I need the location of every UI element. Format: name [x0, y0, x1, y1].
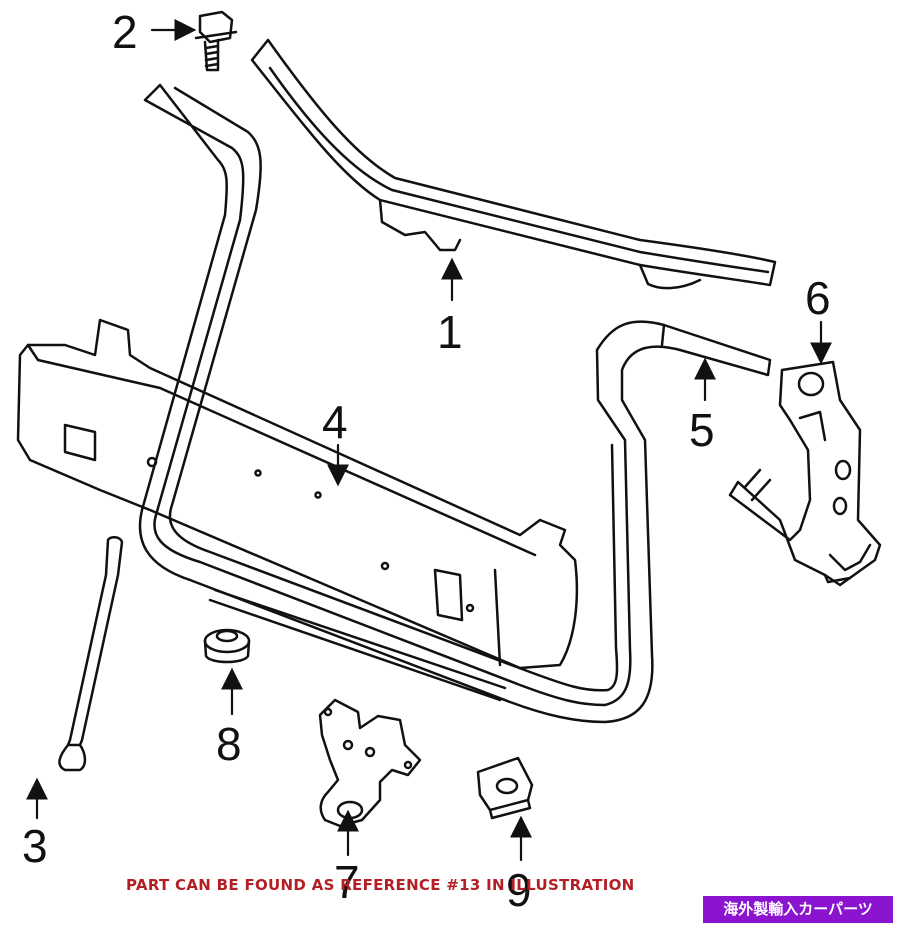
part-3-rod — [58, 536, 124, 772]
callout-1: 1 — [437, 306, 463, 358]
callout-5: 5 — [689, 404, 715, 456]
shop-badge: 海外製輸入カーパーツ — [703, 896, 893, 923]
part-6-bracket — [728, 360, 882, 587]
reference-note: PART CAN BE FOUND AS REFERENCE #13 IN IL… — [126, 876, 635, 894]
part-8-grommet — [203, 628, 251, 664]
callout-7: 7 — [334, 856, 360, 908]
callout-8: 8 — [216, 718, 242, 770]
part-1-upper-tie-bar — [250, 38, 777, 290]
callout-9: 9 — [506, 864, 532, 916]
part-7-hinge-bracket — [318, 698, 422, 828]
callout-2: 2 — [112, 6, 138, 58]
callout-arrows — [26, 19, 832, 862]
part-9-clip — [476, 756, 534, 820]
part-4-lower-support — [16, 318, 579, 670]
callout-3: 3 — [22, 820, 48, 872]
callout-6: 6 — [805, 272, 831, 324]
radiator-support-frame — [138, 83, 772, 724]
part-2-bolt — [194, 10, 238, 72]
callout-4: 4 — [322, 396, 348, 448]
